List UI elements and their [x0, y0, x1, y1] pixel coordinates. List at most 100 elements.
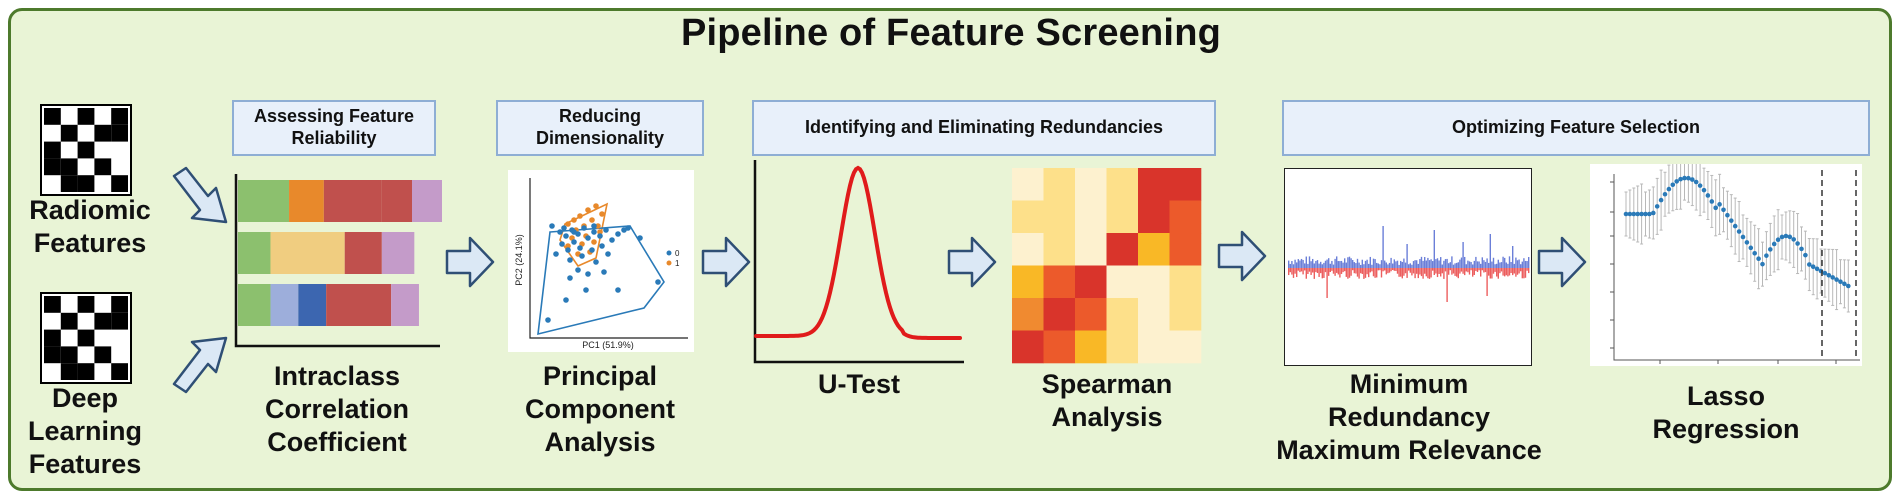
mrmr-relevance-bar [1310, 261, 1312, 268]
mrmr-redundancy-bar [1416, 268, 1418, 274]
mrmr-relevance-bar [1332, 264, 1335, 268]
mrmr-relevance-bar [1473, 260, 1475, 268]
mrmr-relevance-bar [1363, 264, 1365, 268]
mrmr-relevance-bar [1420, 256, 1423, 268]
mrmr-redundancy-bar [1328, 268, 1330, 276]
lasso-cv-point [1647, 211, 1652, 217]
u-test-distribution-curve [754, 165, 962, 340]
heatmap-cell [1138, 265, 1170, 299]
lasso-cv-point [1721, 207, 1726, 213]
mrmr-redundancy-bar [1305, 268, 1307, 279]
mrmr-redundancy-bar [1489, 268, 1491, 279]
pca-point-class0 [601, 269, 607, 275]
mrmr-relevance-bar [1372, 258, 1375, 268]
mrmr-redundancy-bar [1408, 268, 1410, 271]
lasso-cv-point [1651, 210, 1656, 216]
mrmr-relevance-bar [1368, 263, 1370, 268]
mrmr-redundancy-bar [1302, 268, 1304, 275]
icc-bars-graphic [234, 174, 442, 348]
mrmr-redundancy-bar [1516, 268, 1519, 275]
mrmr-redundancy-bar [1499, 268, 1501, 274]
arrow-right-shape [947, 236, 997, 288]
lasso-cv-point [1631, 211, 1637, 217]
checkerboard-cell [77, 108, 95, 125]
mrmr-redundancy-bar [1448, 268, 1450, 275]
lasso-cv-point [1810, 264, 1816, 270]
pca-x-axis-label: PC1 (51.9%) [582, 340, 634, 350]
checkerboard-cell [44, 158, 61, 176]
mrmr-redundancy-bar [1486, 268, 1488, 296]
arrow-right-icon [1217, 230, 1267, 282]
mrmr-redundancy-bar [1307, 268, 1309, 274]
mrmr-relevance-bar [1435, 259, 1437, 268]
mrmr-relevance-bar [1328, 258, 1330, 268]
mrmr-redundancy-bar [1409, 268, 1411, 273]
heatmap-cell [1169, 200, 1202, 234]
mrmr-relevance-bar [1404, 262, 1407, 268]
pca-point-class0 [597, 233, 603, 239]
mrmr-redundancy-bar [1372, 268, 1375, 277]
lasso-cv-point [1705, 193, 1711, 198]
mrmr-redundancy-bar [1289, 268, 1291, 273]
mrmr-redundancy-bar [1339, 268, 1341, 278]
heatmap-cell [1169, 330, 1202, 364]
pca-point-class0 [581, 225, 587, 231]
mrmr-redundancy-bar [1465, 268, 1467, 272]
lasso-cv-point [1760, 261, 1765, 267]
lasso-cv-point [1771, 241, 1777, 247]
heatmap-cell [1012, 265, 1044, 299]
lasso-cv-point [1756, 256, 1761, 262]
mrmr-redundancy-bar [1363, 268, 1365, 279]
heatmap-cell [1012, 330, 1044, 364]
pca-point-class0 [591, 223, 597, 229]
pca-point-class0 [575, 267, 581, 273]
mrmr-redundancy-bar [1321, 268, 1323, 279]
icc-bar-segment [381, 180, 412, 222]
pca-scatter-plot: 0 1 PC1 (51.9%) PC2 (24.1%) [514, 178, 688, 350]
mrmr-redundancy-bar [1395, 268, 1397, 271]
heatmap-cell [1106, 298, 1139, 331]
mrmr-relevance-bar [1460, 257, 1463, 268]
mrmr-relevance-bar [1457, 262, 1459, 268]
checkerboard-cell [111, 108, 128, 125]
mrmr-redundancy-bar [1528, 268, 1530, 274]
mrmr-redundancy-bar [1454, 268, 1456, 276]
lasso-axes [1613, 174, 1860, 361]
checkerboard-cell [111, 296, 128, 313]
mrmr-redundancy-bar [1332, 268, 1335, 274]
mrmr-redundancy-bar [1521, 268, 1523, 279]
mrmr-relevance-bar [1500, 262, 1503, 268]
lasso-cv-point [1670, 182, 1676, 188]
heatmap-cell [1012, 298, 1044, 331]
mrmr-relevance-bar [1380, 260, 1383, 268]
mrmr-redundancy-bar [1388, 268, 1391, 273]
method-label-mrmr: Minimum Redundancy Maximum Relevance [1276, 369, 1542, 465]
mrmr-redundancy-bar [1515, 268, 1517, 277]
input-label-deep-learning: Deep Learning Features [27, 383, 142, 479]
lasso-cv-point [1787, 234, 1793, 240]
checkerboard-cell [77, 363, 95, 380]
mrmr-relevance-bar [1433, 230, 1435, 268]
method-label-spearman: Spearman Analysis [1041, 369, 1173, 432]
pca-point-class0 [571, 229, 577, 235]
mrmr-relevance-bar [1382, 226, 1384, 268]
mrmr-redundancy-bar [1436, 268, 1439, 278]
mrmr-redundancy-bar [1326, 268, 1328, 298]
mrmr-redundancy-bar [1369, 268, 1371, 273]
lasso-cv-point [1838, 279, 1843, 285]
mrmr-redundancy-bar [1505, 268, 1507, 276]
mrmr-relevance-bar [1424, 257, 1426, 268]
mrmr-relevance-bar [1508, 256, 1511, 268]
checkerboard-cell [111, 363, 128, 380]
mrmr-relevance-bar [1459, 259, 1461, 268]
mrmr-relevance-bar [1297, 259, 1299, 268]
lasso-cv-point [1639, 211, 1644, 217]
mrmr-redundancy-bar [1497, 268, 1499, 279]
lasso-cv-point [1830, 275, 1835, 280]
mrmr-relevance-bar [1489, 234, 1491, 268]
checkerboard-cell [77, 141, 95, 159]
checkerboard-cell [44, 296, 61, 313]
mrmr-redundancy-bar [1484, 268, 1487, 273]
lasso-cv-point [1807, 262, 1812, 267]
mrmr-redundancy-bar [1449, 268, 1451, 271]
